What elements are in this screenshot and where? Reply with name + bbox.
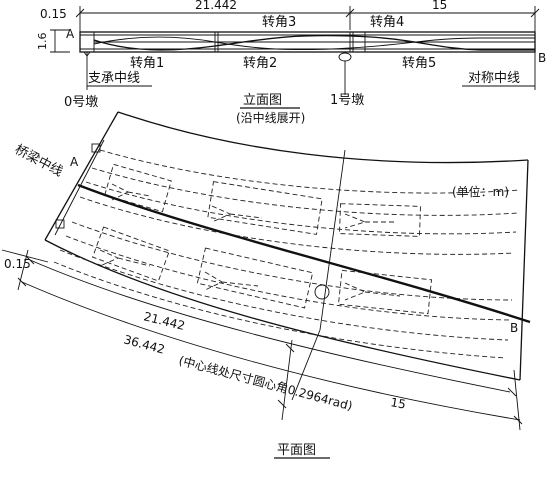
turn-point-4-label: 转角4: [370, 15, 404, 30]
pier1-label: 1号墩: [330, 93, 364, 108]
support-centerline: [83, 51, 152, 90]
elevation-title: 立面图: [243, 93, 282, 108]
plan-dim-note: (中心线处尺寸圆心角0.2964rad): [177, 352, 354, 413]
plan-point-a: A: [70, 155, 79, 169]
elevation-dim-span1: 21.442: [195, 0, 237, 12]
turn-point-5-label: 转角5: [402, 56, 436, 71]
plan-dimensions: [1, 249, 523, 431]
elevation-view: 0.15 21.442 15 1.6 A: [36, 0, 546, 125]
plan-dim-overhang: 0.15: [4, 257, 31, 271]
turn-point-1-label: 转角1: [130, 56, 164, 71]
elevation-dim-span2: 15: [432, 0, 447, 12]
elevation-dim-height: 1.6: [36, 33, 49, 51]
turn-point-2-label: 转角2: [243, 56, 277, 71]
elevation-top-dimension: [75, 6, 540, 46]
abutment-bearings: [54, 139, 105, 236]
plan-dim-span2: 15: [389, 395, 406, 411]
deck-outline: [44, 111, 529, 381]
pier1-bearing: [338, 52, 352, 95]
elevation-dim-overhang: 0.15: [40, 7, 67, 21]
plan-view: 桥梁中线 A B (单位：m): [1, 111, 531, 459]
elevation-height-dimension: [50, 29, 70, 53]
girder-elevation: [79, 31, 536, 53]
plan-point-b: B: [510, 321, 518, 335]
elevation-point-b: B: [538, 51, 546, 65]
bridge-centerline-label: 桥梁中线: [12, 142, 65, 180]
support-centerline-label: 支承中线: [88, 71, 140, 86]
bridge-centerline: [77, 183, 531, 324]
plan-dim-total: 36.442: [122, 332, 166, 356]
symmetry-centerline-label: 对称中线: [468, 71, 520, 86]
elevation-subtitle: (沿中线展开): [236, 110, 305, 125]
plan-title: 平面图: [277, 443, 316, 458]
symmetry-centerline: [462, 52, 536, 90]
pier0-label: 0号墩: [64, 95, 98, 110]
pier1-section-line: [291, 149, 346, 401]
plan-unit-label: (单位：m): [452, 184, 509, 199]
turn-point-3-label: 转角3: [262, 15, 296, 30]
elevation-point-a: A: [66, 27, 75, 41]
plan-dim-span1: 21.442: [142, 309, 186, 333]
